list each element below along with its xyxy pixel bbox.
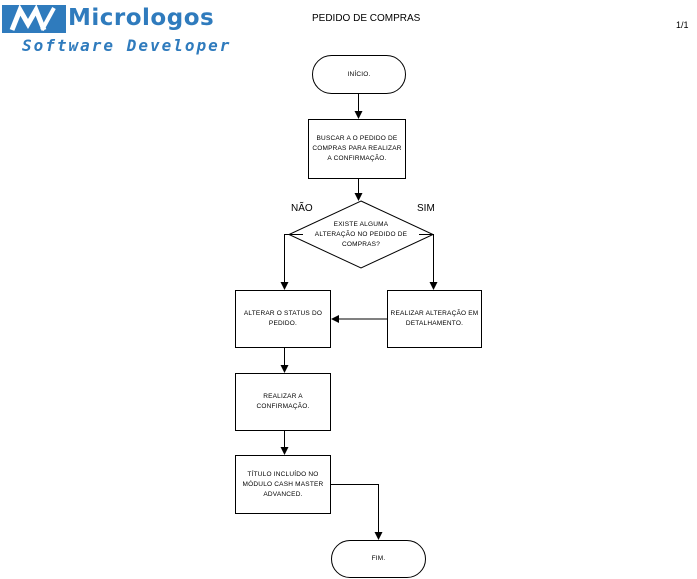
- page-number: 1/1: [676, 20, 689, 30]
- decision-diamond: [287, 200, 435, 269]
- company-logo: Micrologos Software Developer: [2, 2, 232, 58]
- change-status-process: [235, 290, 331, 348]
- decision-label: EXISTE ALGUMA ALTERAÇÃO NO PEDIDO DE COM…: [314, 220, 408, 248]
- title-included-process: [235, 455, 331, 514]
- connector-decision-no: [280, 234, 303, 290]
- micrologos-emblem-icon: [2, 4, 66, 33]
- start-terminator: [312, 55, 406, 94]
- detail-change-label: REALIZAR ALTERAÇÃO EM DETALHAMENTO.: [390, 310, 479, 327]
- start-label: INÍCIO.: [347, 70, 371, 78]
- confirm-process: [235, 373, 331, 431]
- connector-title-end: [331, 484, 383, 540]
- title-included-label: TÍTULO INCLUÍDO NO MÓDULO CASH MASTER AD…: [242, 470, 324, 498]
- search-process: [308, 119, 406, 179]
- logo-tagline: Software Developer: [22, 36, 232, 55]
- yes-branch-label: SIM: [417, 203, 435, 214]
- no-branch-label: NÃO: [291, 203, 313, 214]
- page-title: PEDIDO DE COMPRAS: [312, 13, 421, 24]
- end-terminator: [331, 540, 426, 578]
- change-status-label: ALTERAR O STATUS DO PEDIDO.: [243, 310, 323, 327]
- detail-change-process: [387, 290, 482, 348]
- connector-decision-yes: [419, 234, 438, 290]
- logo-wordmark: Micrologos: [68, 5, 215, 31]
- confirm-label: REALIZAR A CONFIRMAÇÃO.: [256, 393, 310, 410]
- end-label: FIM.: [371, 555, 386, 562]
- search-label: BUSCAR A O PEDIDO DE COMPRAS PARA REALIZ…: [312, 135, 402, 162]
